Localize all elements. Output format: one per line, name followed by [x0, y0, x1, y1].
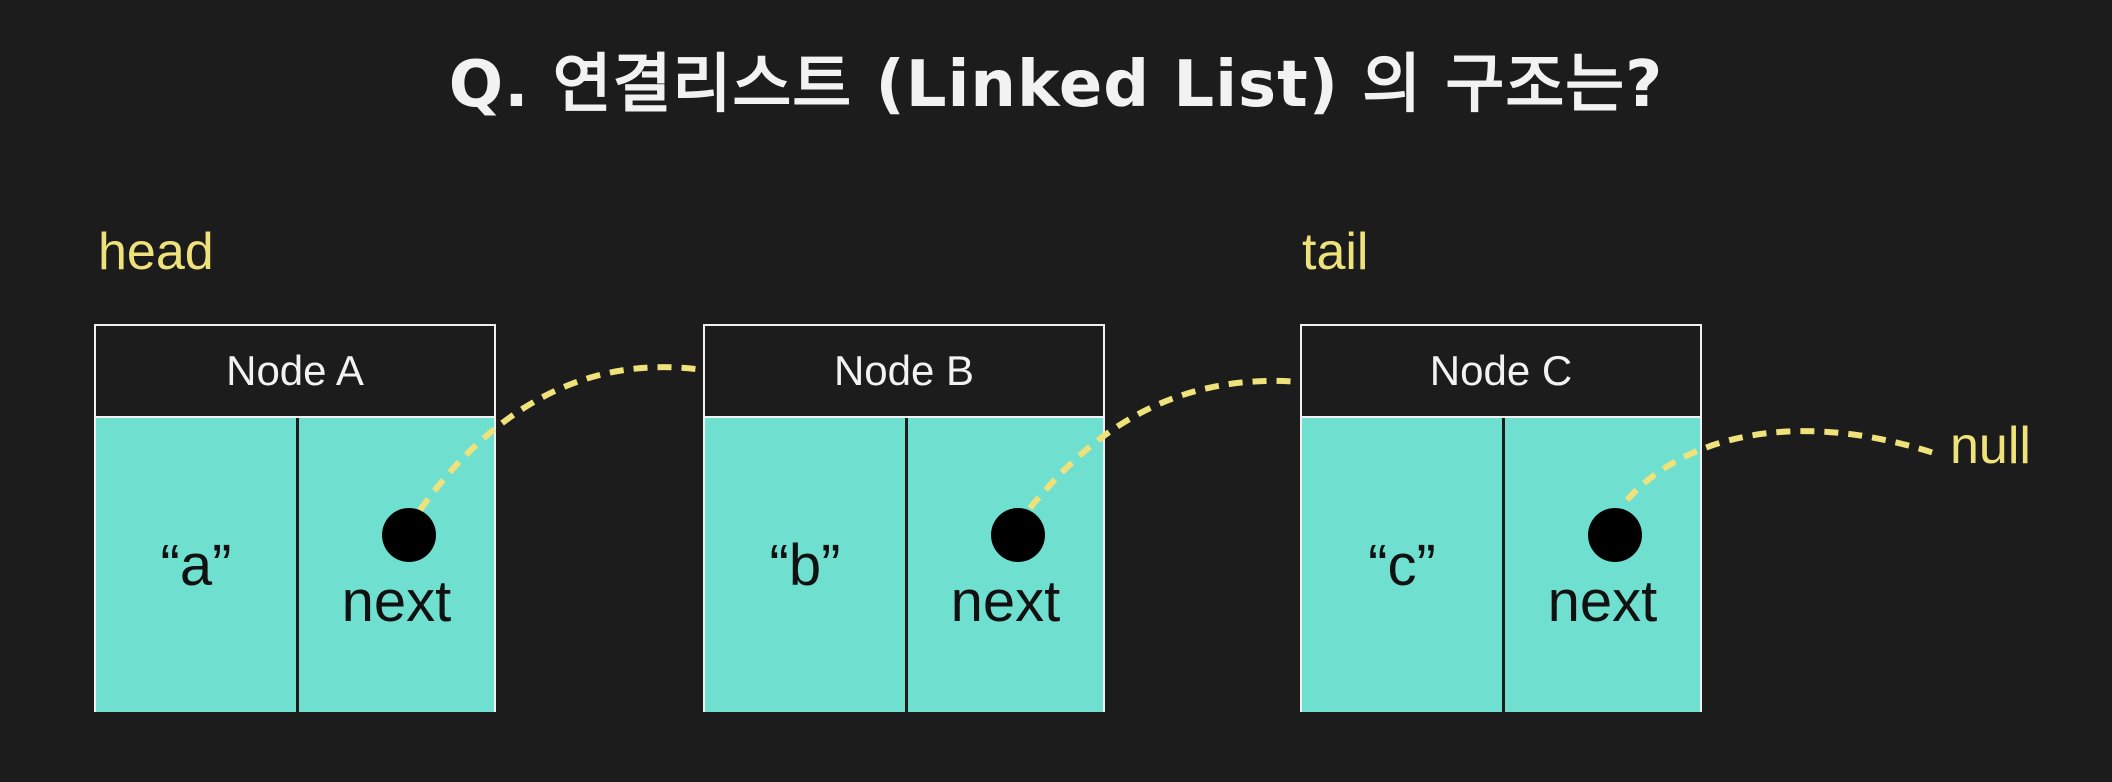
pointer-dot-icon — [1588, 508, 1642, 562]
node-a: Node A “a” next — [94, 324, 496, 712]
node-c-name: Node C — [1302, 326, 1700, 418]
node-c-next-label: next — [1547, 569, 1658, 634]
pointer-dot-icon — [382, 508, 436, 562]
node-a-data: “a” — [96, 418, 299, 712]
head-label: head — [98, 223, 214, 281]
node-b-next-cell: next — [908, 418, 1103, 712]
node-b: Node B “b” next — [703, 324, 1105, 712]
pointer-dot-icon — [991, 508, 1045, 562]
node-c-next-cell: next — [1505, 418, 1700, 712]
node-c: Node C “c” next — [1300, 324, 1702, 712]
slide-title: Q. 연결리스트 (Linked List) 의 구조는? — [448, 48, 1664, 122]
link-c-to-null — [1624, 428, 1941, 502]
link-a-to-b — [417, 364, 704, 512]
node-a-next-label: next — [341, 569, 452, 634]
node-c-data: “c” — [1302, 418, 1505, 712]
node-b-next-label: next — [950, 569, 1061, 634]
link-b-to-c — [1027, 377, 1301, 510]
node-b-data: “b” — [705, 418, 908, 712]
node-a-name: Node A — [96, 326, 494, 418]
node-a-next-cell: next — [299, 418, 494, 712]
null-label: null — [1950, 417, 2031, 475]
node-b-name: Node B — [705, 326, 1103, 418]
tail-label: tail — [1302, 223, 1369, 281]
